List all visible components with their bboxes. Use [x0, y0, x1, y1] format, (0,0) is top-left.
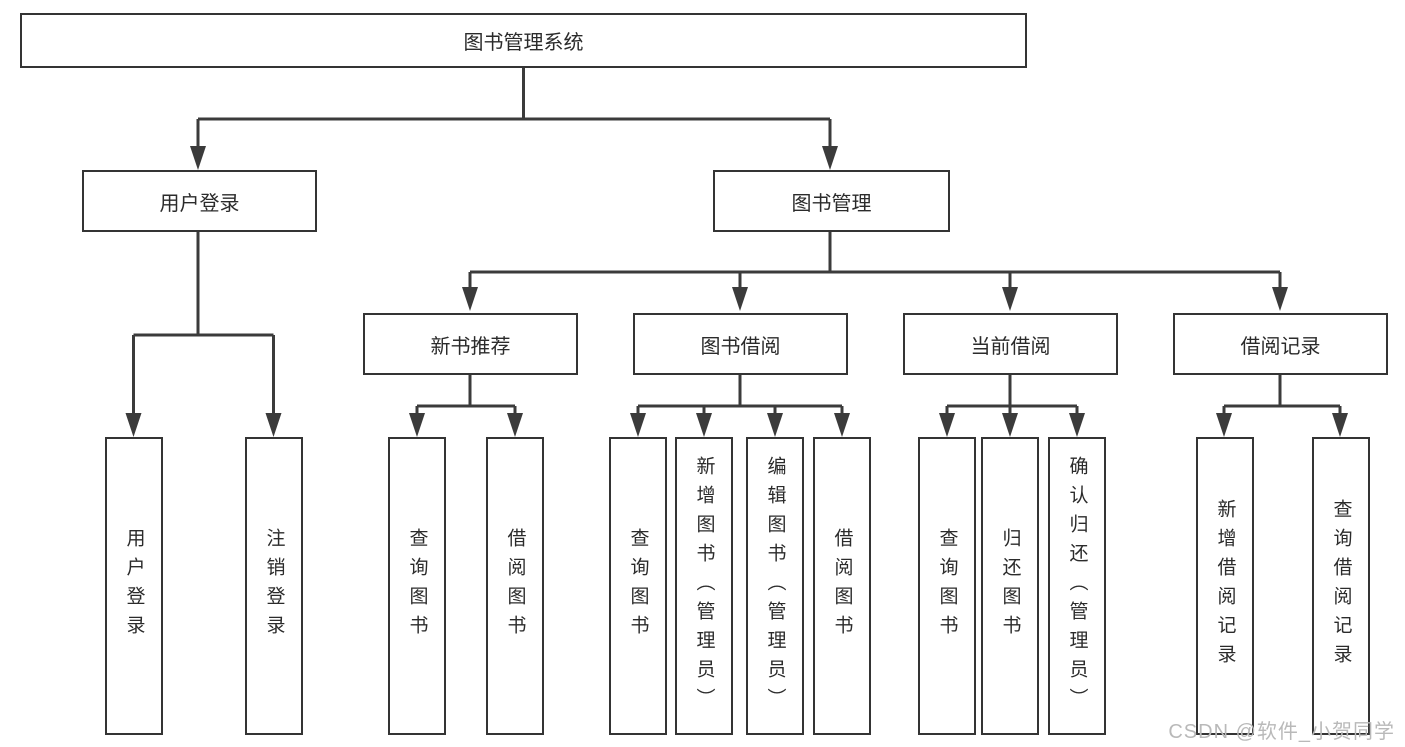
- leaf-label: 借阅图书: [831, 528, 853, 644]
- leaf-edit-books-admin: 编辑图书（管理员）: [746, 437, 804, 735]
- arrowheads: [125, 146, 1348, 437]
- node-book-borrow: 图书借阅: [633, 313, 848, 375]
- leaf-query-books-borrow: 查询图书: [609, 437, 667, 735]
- leaf-label: 查询图书: [406, 528, 428, 644]
- leaf-label: 编辑图书（管理员）: [764, 455, 786, 717]
- node-current-borrow: 当前借阅: [903, 313, 1118, 375]
- leaf-label: 查询图书: [627, 528, 649, 644]
- leaf-add-books-admin: 新增图书（管理员）: [675, 437, 733, 735]
- leaf-label: 查询借阅记录: [1330, 499, 1352, 673]
- leaf-logout: 注销登录: [245, 437, 303, 735]
- leaf-return-books: 归还图书: [981, 437, 1039, 735]
- leaf-label: 借阅图书: [504, 528, 526, 644]
- leaf-user-login: 用户登录: [105, 437, 163, 735]
- watermark: CSDN @软件_小贺同学: [1168, 721, 1395, 743]
- leaf-label: 注销登录: [263, 528, 285, 644]
- leaf-query-borrow-record: 查询借阅记录: [1312, 437, 1370, 735]
- leaf-label: 确认归还（管理员）: [1066, 455, 1088, 717]
- leaf-confirm-return-admin: 确认归还（管理员）: [1048, 437, 1106, 735]
- leaf-borrow-books: 借阅图书: [813, 437, 871, 735]
- leaf-query-books-recommend: 查询图书: [388, 437, 446, 735]
- leaf-label: 新增借阅记录: [1214, 499, 1236, 673]
- leaf-label: 查询图书: [936, 528, 958, 644]
- leaf-query-books-current: 查询图书: [918, 437, 976, 735]
- node-user-login: 用户登录: [82, 170, 317, 232]
- leaf-label: 新增图书（管理员）: [693, 455, 715, 717]
- node-borrow-records: 借阅记录: [1173, 313, 1388, 375]
- node-library-management-system: 图书管理系统: [20, 13, 1027, 68]
- node-book-management: 图书管理: [713, 170, 950, 232]
- leaf-add-borrow-record: 新增借阅记录: [1196, 437, 1254, 735]
- node-new-book-recommend: 新书推荐: [363, 313, 578, 375]
- leaf-label: 归还图书: [999, 528, 1021, 644]
- leaf-label: 用户登录: [123, 528, 145, 644]
- leaf-borrow-books-recommend: 借阅图书: [486, 437, 544, 735]
